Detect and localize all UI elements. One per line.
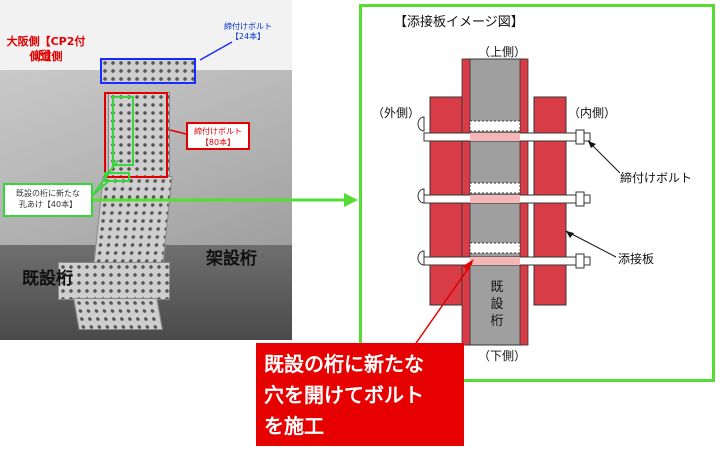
bolt-top-count: 【24本】	[230, 32, 266, 41]
new-hole-highlight-upper	[112, 96, 134, 166]
new-hole-2	[469, 182, 521, 194]
label-inner-side: （内側）	[568, 106, 617, 120]
existing-beam-label: 既設桁	[22, 269, 73, 289]
label-outer-side: （外側）	[372, 106, 421, 120]
bolt-mid-label-box: 締付けボルト 【80本】	[186, 122, 250, 150]
photo-annotation-lines	[92, 41, 233, 196]
new-hole-label-line1: 既設の桁に新たな	[16, 189, 80, 198]
diagram-title: 【添接板イメージ図】	[394, 15, 524, 30]
existing-beam-vertical-label: 既設桁	[490, 280, 504, 329]
bolt-leader-line	[587, 140, 621, 174]
shank-highlight-3	[470, 257, 520, 265]
green-leader-line-2	[92, 179, 111, 196]
caption-osaka: 大阪側【CP2付近】	[6, 35, 86, 62]
new-hole-3	[469, 242, 521, 254]
callout-box: 既設の桁に新たな 穴を開けてボルト を施工	[256, 343, 464, 446]
label-bottom-side: （下側）	[478, 349, 527, 363]
bolt-top-highlight	[100, 58, 196, 84]
callout-line2: 穴を開けてボルト	[264, 383, 424, 407]
bolt-top-label: 締付けボルト	[224, 22, 272, 31]
new-hole-1	[469, 120, 521, 132]
splice-plate-drawing	[397, 58, 621, 370]
shank-highlight-1	[470, 133, 520, 141]
bolt-leader-head	[588, 141, 596, 148]
label-top-side: （上側）	[478, 45, 527, 59]
new-hole-label-line2: 孔あけ【40本】	[18, 200, 78, 209]
top-splice-plate	[100, 58, 196, 84]
label-splice-plate: 添接板	[618, 252, 655, 266]
label-bolt: 締付けボルト	[620, 171, 693, 185]
bolt-mid-highlight	[104, 92, 168, 178]
green-leader-line-1	[92, 159, 119, 196]
callout-arrow-head	[463, 259, 474, 271]
new-hole-label-box: 既設の桁に新たな 孔あけ【40本】	[3, 183, 93, 217]
plate-leader-line	[565, 230, 617, 258]
erected-beam-label: 架設桁	[206, 249, 257, 269]
blue-leader-line	[199, 41, 233, 61]
link-arrow-head	[344, 193, 358, 207]
site-photo: 大阪側【CP2付近】 側道側 締付けボルト 【24本】 締付けボルト 【80本】…	[0, 0, 292, 340]
plate-leader-head	[566, 231, 574, 238]
callout-line1: 既設の桁に新たな	[264, 352, 424, 376]
bolt-mid-label: 締付けボルト	[194, 127, 242, 136]
red-leader-line	[169, 129, 187, 135]
web-splice-plate	[108, 92, 170, 178]
caption-side-road: 側道側	[29, 50, 63, 63]
shank-highlight-2	[470, 195, 520, 203]
bolt-mid-count: 【80本】	[200, 138, 236, 147]
callout-line3: を施工	[264, 414, 324, 438]
diagram-panel: 【添接板イメージ図】 （上側） （外側） （内側） 締付けボルト 添接板 （下側…	[359, 4, 715, 382]
